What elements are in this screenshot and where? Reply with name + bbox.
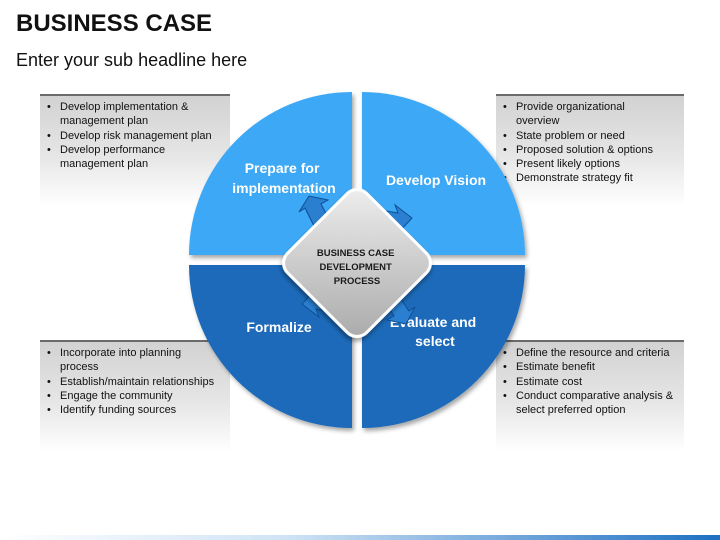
note-box-prepare: Develop implementation &management planD… xyxy=(40,94,230,206)
note-item: Identify funding sources xyxy=(47,403,226,418)
note-list-formalize: Incorporate into planningprocessEstablis… xyxy=(40,342,230,418)
note-item: Conduct comparative analysis & xyxy=(503,389,680,404)
center-label: BUSINESS CASE DEVELOPMENT PROCESS xyxy=(317,248,397,287)
note-box-vision: Provide organizationaloverviewState prob… xyxy=(496,94,684,206)
note-item: Estimate cost xyxy=(503,375,680,390)
note-item: Present likely options xyxy=(503,157,680,172)
note-item: Incorporate into planning xyxy=(47,346,226,361)
note-list-prepare: Develop implementation &management planD… xyxy=(40,96,230,171)
note-item: Develop implementation & xyxy=(47,100,226,115)
note-item: Estimate benefit xyxy=(503,360,680,375)
note-item: Provide organizational xyxy=(503,100,680,115)
page-title: BUSINESS CASE xyxy=(16,10,213,37)
note-item: Define the resource and criteria xyxy=(503,346,680,361)
quadrant-label-formalize: Formalize xyxy=(246,319,312,335)
note-item: State problem or need xyxy=(503,129,680,144)
note-box-evaluate: Define the resource and criteriaEstimate… xyxy=(496,340,684,452)
bottom-accent-bar xyxy=(0,535,720,540)
quadrant-label-evaluate: Evaluate and select xyxy=(390,314,480,349)
note-item: management plan xyxy=(60,115,149,128)
note-item: select preferred option xyxy=(516,404,626,417)
note-list-evaluate: Define the resource and criteriaEstimate… xyxy=(496,342,684,417)
note-item: management plan xyxy=(60,158,149,171)
center-diamond xyxy=(282,188,432,338)
note-box-formalize: Incorporate into planningprocessEstablis… xyxy=(40,340,230,452)
quadrant-label-vision: Develop Vision xyxy=(386,172,486,188)
note-item: overview xyxy=(516,115,560,128)
note-item: Develop performance xyxy=(47,143,226,158)
note-item: Establish/maintain relationships xyxy=(47,375,226,390)
note-item: Proposed solution & options xyxy=(503,143,680,158)
quadrant-label-prepare: Prepare for implementation xyxy=(232,160,335,196)
note-item: Engage the community xyxy=(47,389,226,404)
note-item: process xyxy=(60,361,99,374)
note-item: Develop risk management plan xyxy=(47,129,226,144)
page-subtitle: Enter your sub headline here xyxy=(16,50,248,70)
